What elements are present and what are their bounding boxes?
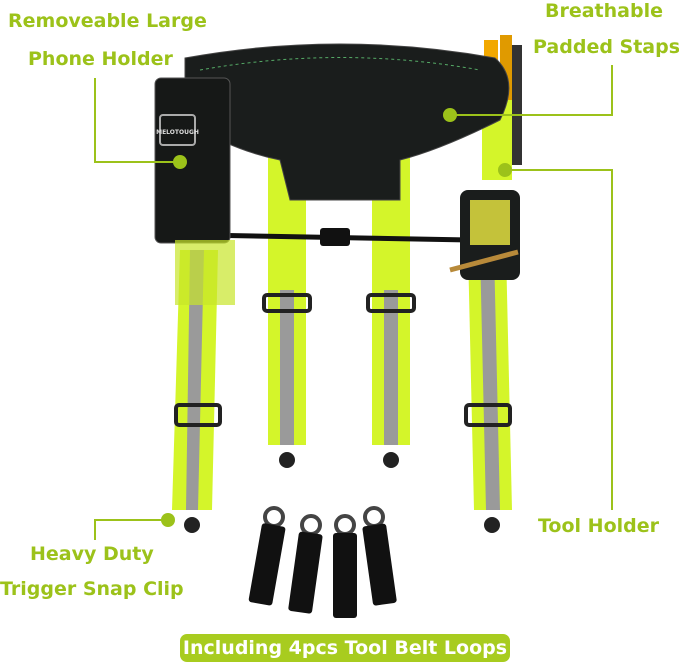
phone-holder-label-2: Phone Holder <box>28 48 173 70</box>
tool-holder-label: Tool Holder <box>538 515 659 537</box>
belt-loops-banner: Including 4pcs Tool Belt Loops <box>180 634 510 662</box>
leader-dots <box>161 108 512 527</box>
back-pad <box>184 43 510 201</box>
brand-logo <box>159 114 196 146</box>
chest-buckle <box>320 228 350 246</box>
clip-label-1: Heavy Duty <box>30 543 154 565</box>
buckles <box>174 293 512 427</box>
belt-loops <box>248 506 397 618</box>
straps-label-1: Breathable <box>545 0 663 22</box>
phone-holder-label-1: Removeable Large <box>8 10 207 32</box>
clip-label-2: Trigger Snap Clip <box>0 578 184 600</box>
snap-clips <box>184 452 500 533</box>
leader-lines <box>94 65 613 540</box>
straps-label-2: Padded Staps <box>533 36 679 58</box>
svg-text:MELOTOUGH: MELOTOUGH <box>156 129 199 136</box>
drill-bit <box>449 249 519 273</box>
phone-holder <box>154 77 231 244</box>
